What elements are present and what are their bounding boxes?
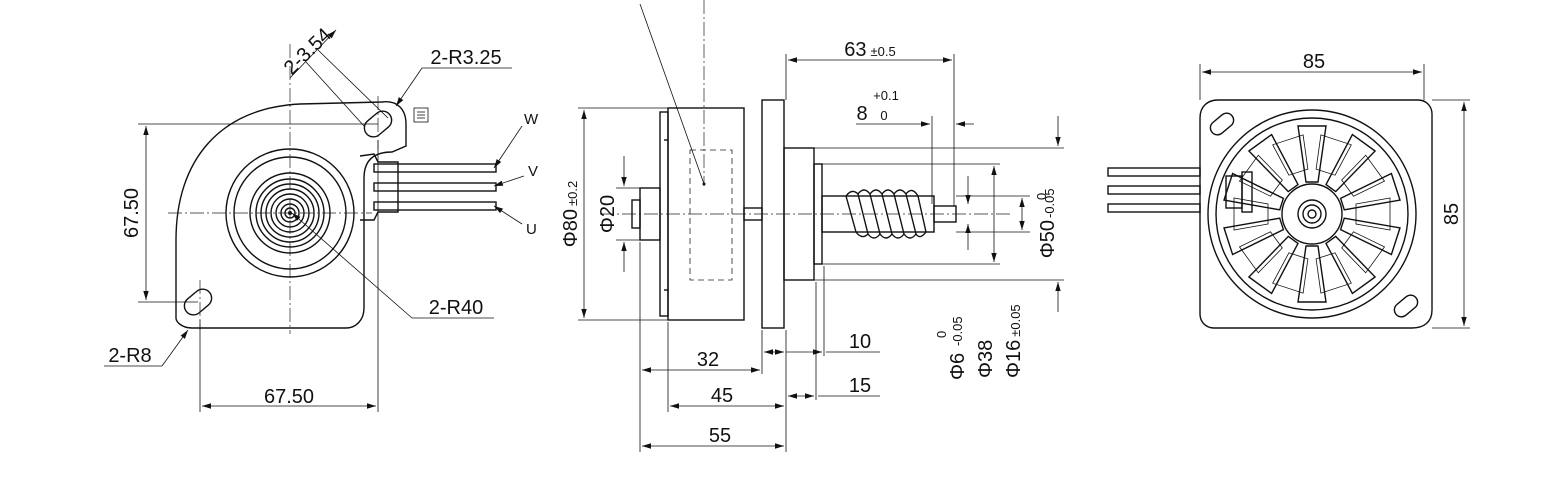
svg-text:Φ50: Φ50 [1037,220,1059,258]
rear-slot [1341,231,1386,274]
rear-wire-3 [1107,203,1201,213]
rear-slot [1272,252,1309,294]
side-shaft-dia-dim: Φ6 0 -0.05 [934,316,969,380]
side-dim-10: 10 [849,331,871,353]
rear-slot [1238,231,1283,274]
svg-text:0: 0 [880,108,887,123]
svg-text:Φ16±0.05: Φ16±0.05 [1003,304,1025,378]
front-view: 67.50 67.50 2-3.54 2-R3.25 2-R8 2-R40 W … [104,24,539,412]
rear-pole [1325,235,1377,295]
rear-height-dim: 85 [1441,203,1463,225]
svg-text:0: 0 [1034,193,1049,200]
svg-text:Φ6: Φ6 [947,353,969,380]
side-shaft-len-dim: 63±0.5 [844,39,895,61]
side-hidden-coil [689,149,733,281]
side-flange-dia-dim: Φ80±0.2 [560,181,582,247]
front-width-dim: 67.50 [264,386,314,408]
rear-hub [1297,199,1327,229]
front-slot-width-dim: 2-3.54 [280,24,336,79]
side-flat-len-dim: 8 [856,103,867,125]
side-hub-dia-dim: Φ20 [597,195,619,233]
svg-text:Φ38: Φ38 [975,340,997,378]
rear-pole [1325,133,1377,193]
svg-text:-0.05: -0.05 [950,316,965,346]
side-view: Φ80±0.2 Φ20 63±0.5 8 +0.1 0 Φ50 0 [560,0,1064,452]
front-connector-block [359,153,399,221]
side-dim-15: 15 [849,375,871,397]
rear-pole [1339,217,1401,256]
rear-stator-outer [1207,109,1417,319]
front-wire-w [373,163,497,173]
rear-hole-bottom-right [1393,294,1419,318]
rear-slot [1233,197,1269,231]
rear-stator-inner [1215,117,1409,311]
front-hole-radius-dim: 2-R8 [108,345,151,367]
rear-pole [1297,245,1327,303]
front-wire-v [373,182,497,192]
rear-view: 85 85 [1107,51,1470,329]
side-dim-45: 45 [711,385,733,407]
wire-label-u: U [526,221,537,238]
rear-slot [1238,154,1283,197]
rear-slot [1355,197,1391,231]
side-dim-32: 32 [697,349,719,371]
rear-plate-outline [1199,99,1433,329]
rear-pole [1247,133,1299,193]
svg-text:-0.05: -0.05 [1042,188,1057,218]
front-housing-outline [175,101,407,329]
front-height-dim: 67.50 [121,188,143,238]
rear-hole-top-left [1209,112,1235,136]
front-slot-bottom [183,288,213,316]
front-corner-radius-dim: 2-R3.25 [430,47,501,69]
svg-text:Φ80±0.2: Φ80±0.2 [560,181,582,247]
rear-wire-1 [1107,167,1201,177]
rear-pole [1339,172,1401,211]
svg-text:Φ20: Φ20 [597,195,619,233]
rear-slot [1315,134,1352,176]
svg-text:+0.1: +0.1 [873,88,899,103]
rear-pole [1297,125,1327,183]
wire-label-w: W [524,111,539,128]
wire-label-v: V [528,163,538,180]
rear-slot [1272,134,1309,176]
rear-pole [1223,217,1285,256]
front-wire-u [373,201,497,211]
symbol-box [413,107,429,123]
rear-stator-poles [1223,125,1401,303]
side-dim-55: 55 [709,425,731,447]
front-body-radius-dim: 2-R40 [429,297,483,319]
side-core-dia-dim: Φ16±0.05 [1003,304,1025,378]
rear-width-dim: 85 [1303,51,1325,73]
rear-slot [1315,252,1352,294]
rear-pole [1247,235,1299,295]
side-gear-dia-dim: Φ38 [975,340,997,378]
rear-wire-2 [1107,185,1201,195]
side-boss-dia-dim: Φ50 0 -0.05 [1034,188,1059,258]
rear-slot [1341,154,1386,197]
rear-pole [1223,172,1285,211]
svg-text:0: 0 [934,331,949,338]
front-slot-top [363,110,393,138]
